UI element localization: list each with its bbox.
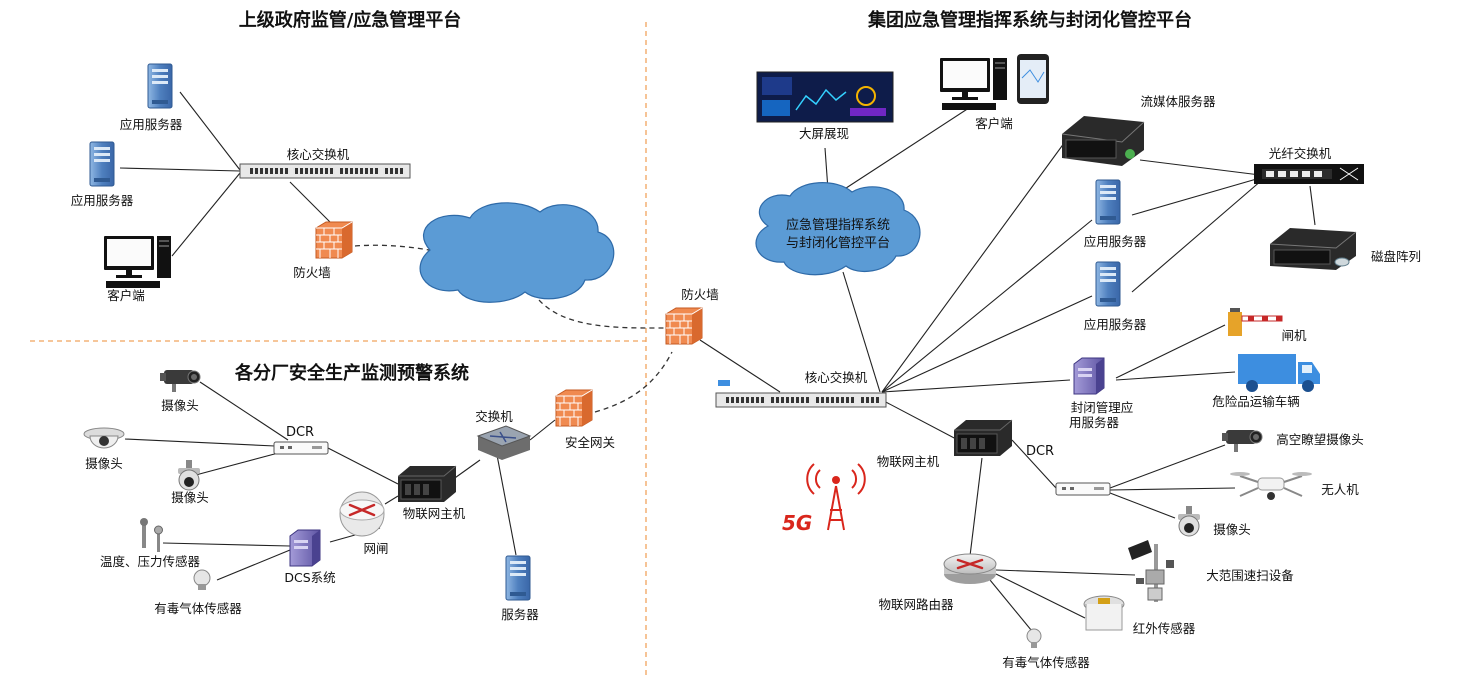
upper-firewall: 防火墙	[293, 221, 353, 280]
right-dcr: DCR	[1026, 444, 1111, 496]
svg-text:摄像头: 摄像头	[161, 398, 199, 413]
svg-text:高空瞭望摄像头: 高空瞭望摄像头	[1276, 432, 1364, 447]
svg-text:应急管理指挥系统: 应急管理指挥系统	[786, 217, 890, 233]
right-core-switch: 核心交换机	[715, 370, 887, 408]
disk-array: 磁盘阵列	[1269, 228, 1421, 270]
svg-text:网闸: 网闸	[363, 541, 388, 556]
platform-cloud: 应急管理指挥系统 与封闭化管控平台	[755, 182, 921, 276]
svg-text:闸机: 闸机	[1281, 328, 1307, 343]
camera-dome: 摄像头	[83, 427, 125, 471]
fiber-switch: 光纤交换机	[1254, 146, 1364, 184]
svg-text:有毒气体传感器: 有毒气体传感器	[154, 601, 242, 616]
infrared-sensor: 红外传感器	[1083, 595, 1196, 636]
right-ptz-camera: 摄像头	[1177, 505, 1251, 537]
wide-area-scanner: 大范围速扫设备	[1128, 540, 1294, 602]
lower-iot-host: 物联网主机	[397, 465, 466, 521]
camera-ptz: 摄像头	[171, 459, 209, 505]
svg-text:防火墙: 防火墙	[681, 287, 719, 302]
svg-text:客户端: 客户端	[975, 116, 1013, 131]
right-app-server-2: 应用服务器	[1084, 261, 1147, 332]
svg-text:流媒体服务器: 流媒体服务器	[1140, 94, 1216, 109]
svg-text:DCR: DCR	[286, 425, 314, 440]
upper-client-pc: 客户端	[104, 236, 171, 303]
svg-text:应用服务器: 应用服务器	[120, 117, 183, 132]
svg-text:危险品运输车辆: 危险品运输车辆	[1212, 394, 1300, 409]
svg-text:光纤交换机: 光纤交换机	[1269, 146, 1332, 161]
fiveg-tower: 5G	[782, 463, 866, 535]
svg-text:防火墙: 防火墙	[293, 265, 331, 280]
hazmat-truck: 危险品运输车辆	[1212, 354, 1320, 409]
svg-text:DCS系统: DCS系统	[284, 570, 335, 585]
svg-text:用服务器: 用服务器	[1069, 415, 1120, 430]
svg-text:物联网主机: 物联网主机	[403, 506, 466, 521]
right-app-server-1: 应用服务器	[1084, 179, 1147, 249]
svg-text:5G: 5G	[782, 511, 812, 535]
svg-text:安全网关: 安全网关	[565, 435, 615, 450]
lower-switch: 交换机	[475, 409, 532, 460]
iot-router: 物联网路由器	[878, 552, 998, 612]
toxic-gas-sensor-right: 有毒气体传感器	[1002, 628, 1090, 670]
upper-app-server-1: 应用服务器	[120, 63, 183, 132]
svg-text:摄像头: 摄像头	[171, 490, 209, 505]
svg-text:无人机: 无人机	[1321, 482, 1359, 497]
svg-text:应用服务器: 应用服务器	[1084, 234, 1147, 249]
svg-text:有毒气体传感器: 有毒气体传感器	[1002, 655, 1090, 670]
svg-text:红外传感器: 红外传感器	[1133, 621, 1196, 636]
security-gateway-firewall: 安全网关	[555, 389, 615, 450]
svg-text:摄像头: 摄像头	[1213, 522, 1251, 537]
title-upper-left: 上级政府监管/应急管理平台	[239, 9, 462, 31]
netgate-router: 网闸	[339, 491, 389, 556]
svg-text:与封闭化管控平台: 与封闭化管控平台	[786, 236, 890, 251]
upper-core-switch: 核心交换机	[239, 147, 411, 179]
svg-text:核心交换机: 核心交换机	[805, 370, 868, 385]
camera-bullet: 摄像头	[159, 369, 201, 413]
internet-cloud	[419, 202, 615, 303]
svg-text:封闭管理应: 封闭管理应	[1071, 400, 1134, 415]
big-screen-display: 大屏展现	[756, 71, 894, 141]
svg-text:摄像头: 摄像头	[85, 456, 123, 471]
svg-text:核心交换机: 核心交换机	[287, 147, 350, 162]
middle-firewall: 防火墙	[665, 287, 719, 345]
svg-text:交换机: 交换机	[475, 409, 513, 424]
title-lower-left: 各分厂安全生产监测预警系统	[234, 362, 469, 384]
dashed-link-lower	[594, 351, 673, 413]
svg-text:大屏展现: 大屏展现	[799, 126, 849, 141]
right-iot-host: 物联网主机	[877, 419, 1013, 469]
closed-management-server: 封闭管理应 用服务器	[1069, 357, 1134, 430]
svg-text:物联网主机: 物联网主机	[877, 454, 940, 469]
svg-text:应用服务器: 应用服务器	[1084, 317, 1147, 332]
svg-text:大范围速扫设备: 大范围速扫设备	[1206, 568, 1294, 583]
svg-text:服务器: 服务器	[501, 607, 539, 622]
svg-text:物联网路由器: 物联网路由器	[878, 597, 954, 612]
drone: 无人机	[1230, 472, 1359, 500]
high-altitude-camera: 高空瞭望摄像头	[1221, 429, 1364, 453]
upper-app-server-2: 应用服务器	[71, 141, 134, 208]
toxic-gas-sensor-left: 有毒气体传感器	[154, 569, 242, 616]
right-client: 客户端	[940, 54, 1049, 131]
title-right: 集团应急管理指挥系统与封闭化管控平台	[867, 9, 1192, 31]
svg-text:应用服务器: 应用服务器	[71, 193, 134, 208]
svg-text:DCR: DCR	[1026, 444, 1054, 459]
temp-pressure-sensor: 温度、压力传感器	[100, 518, 201, 569]
gate-barrier: 闸机	[1228, 308, 1307, 343]
svg-text:磁盘阵列: 磁盘阵列	[1371, 249, 1421, 264]
dcs-system: DCS系统	[284, 529, 336, 585]
lower-dcr: DCR	[273, 425, 329, 455]
svg-text:温度、压力传感器: 温度、压力传感器	[100, 554, 201, 569]
svg-text:客户端: 客户端	[107, 288, 145, 303]
lower-server: 服务器	[501, 555, 539, 622]
stream-media-server: 流媒体服务器	[1061, 94, 1216, 166]
